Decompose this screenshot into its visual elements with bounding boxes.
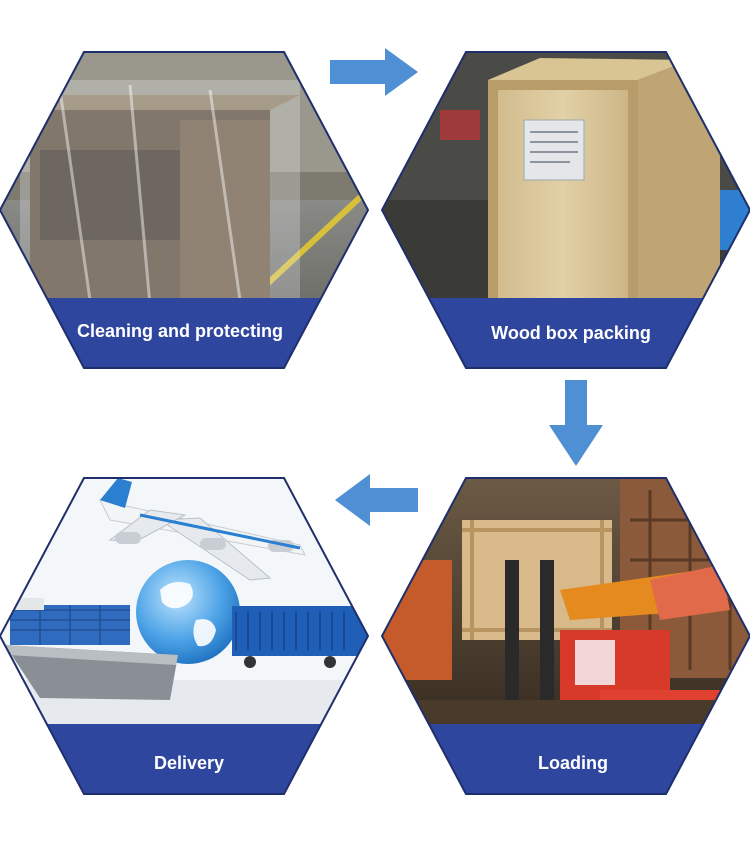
globe-icon — [136, 560, 240, 664]
hexagon-border — [380, 477, 750, 795]
hexagon-border — [380, 51, 750, 369]
arrow-right-icon — [330, 48, 418, 96]
arrow-left-icon — [335, 474, 418, 526]
step-delivery: Delivery — [0, 477, 370, 795]
arrow-down-icon — [549, 380, 603, 466]
step-cleaning-protecting: Cleaning and protecting — [0, 51, 370, 369]
step-label: Wood box packing — [491, 323, 651, 343]
hexagon-border — [0, 477, 370, 795]
step-wood-box-packing: Wood box packing — [380, 51, 750, 369]
step-label: Loading — [538, 753, 608, 773]
hexagon-border — [0, 51, 370, 369]
container-truck-icon — [232, 606, 368, 656]
step-loading: Loading — [380, 477, 750, 795]
step-label: Cleaning and protecting — [77, 321, 283, 341]
cargo-ship-icon — [5, 598, 178, 700]
step-label: Delivery — [154, 753, 224, 773]
airplane-icon — [99, 478, 306, 581]
